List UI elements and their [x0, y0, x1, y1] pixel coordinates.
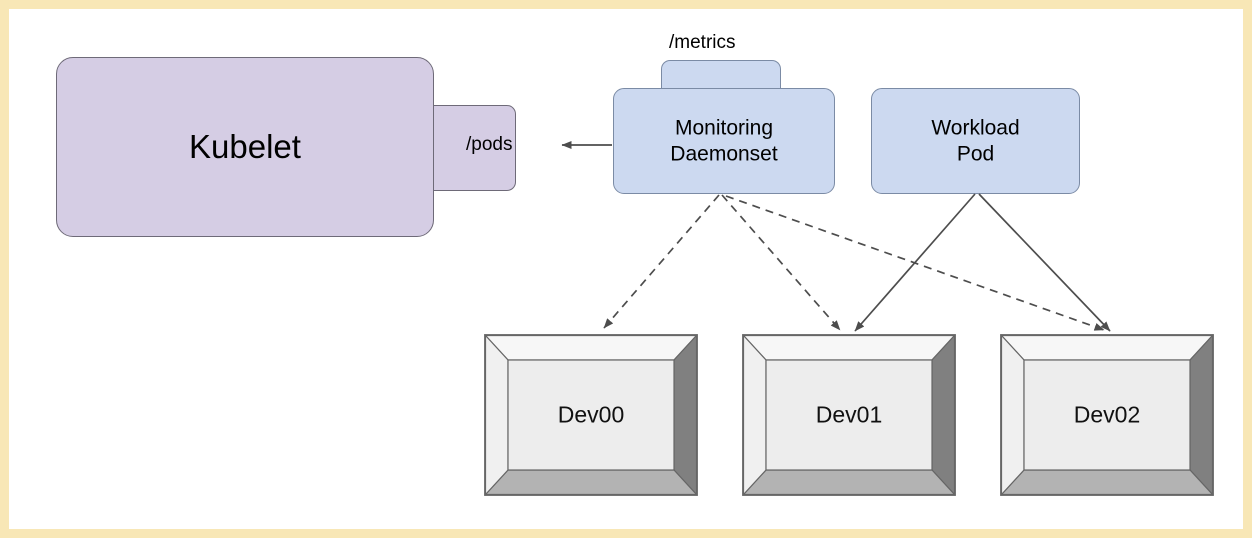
device-frame-shape: [1000, 334, 1214, 496]
node-monitoring-daemonset[interactable]: Monitoring Daemonset: [613, 60, 835, 195]
edge-label-metrics: /metrics: [669, 32, 736, 53]
workload-pod-label: Workload Pod: [931, 116, 1020, 165]
device-frame-shape: [742, 334, 956, 496]
device-frame-shape: [484, 334, 698, 496]
kubelet-label: Kubelet: [189, 127, 301, 165]
edge-daemonset-to-dev00: [603, 194, 720, 329]
daemonset-label: Monitoring Daemonset: [670, 116, 778, 165]
node-kubelet[interactable]: Kubelet: [56, 57, 516, 239]
edge-workload-to-dev02: [978, 193, 1111, 332]
node-device-dev02[interactable]: Dev02: [1000, 334, 1214, 496]
edge-daemonset-to-dev01: [721, 194, 841, 331]
edge-workload-to-dev01: [854, 193, 976, 332]
node-device-dev00[interactable]: Dev00: [484, 334, 698, 496]
daemonset-body: Monitoring Daemonset: [613, 88, 835, 194]
edge-daemonset-to-dev02: [725, 195, 1105, 331]
node-workload-pod[interactable]: Workload Pod: [871, 88, 1080, 194]
node-device-dev01[interactable]: Dev01: [742, 334, 956, 496]
kubelet-body: Kubelet: [56, 57, 434, 237]
